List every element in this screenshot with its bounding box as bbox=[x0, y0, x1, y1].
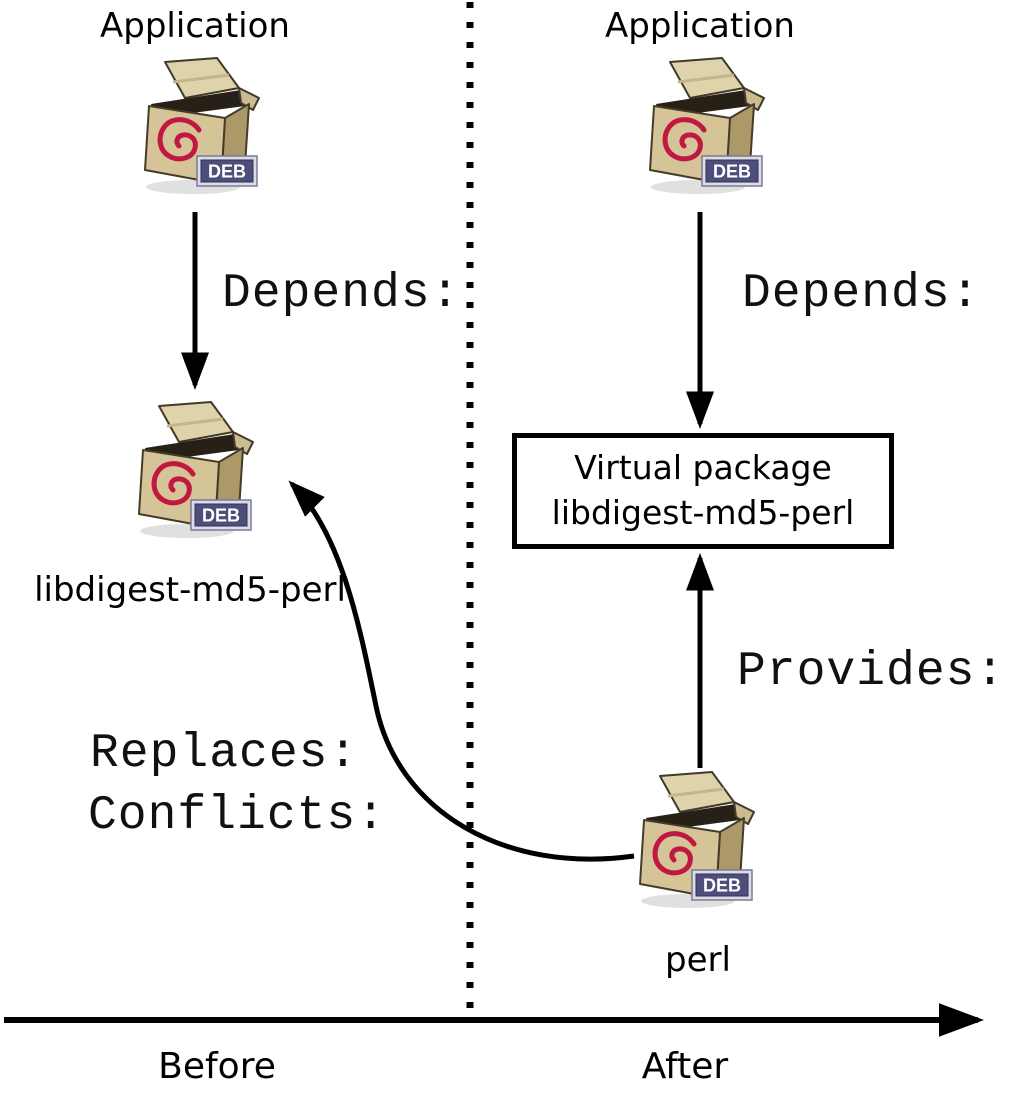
package-label-libdigest: libdigest-md5-perl bbox=[34, 570, 346, 610]
axis-label-after: After bbox=[641, 1046, 729, 1087]
debian-swirl-icon bbox=[662, 117, 707, 162]
box-flap-right bbox=[733, 801, 755, 825]
depends-label-after: Depends: bbox=[742, 267, 981, 321]
axis-label-before: Before bbox=[158, 1046, 276, 1087]
flap-fold-line bbox=[667, 787, 725, 798]
replaces-label: Replaces: bbox=[90, 727, 359, 781]
deb-badge-bg bbox=[200, 159, 254, 183]
box-flap-right bbox=[238, 87, 260, 111]
deb-badge: DEB bbox=[190, 499, 252, 531]
deb-badge-text: DEB bbox=[703, 876, 741, 896]
debian-swirl-icon bbox=[652, 831, 697, 876]
deb-icon-libdigest: DEB bbox=[138, 401, 254, 538]
conflicts-label: Conflicts: bbox=[88, 789, 387, 843]
deb-badge-text: DEB bbox=[713, 162, 751, 182]
virtual-package-box: Virtual package libdigest-md5-perl bbox=[512, 433, 894, 549]
deb-badge: DEB bbox=[691, 869, 753, 901]
application-label-after: Application bbox=[605, 6, 795, 46]
box-flap-right bbox=[232, 431, 254, 455]
debian-swirl-icon bbox=[157, 117, 202, 162]
deb-icon-application-before: DEB bbox=[144, 57, 260, 194]
deb-icon-perl: DEB bbox=[639, 771, 755, 908]
deb-badge-text: DEB bbox=[202, 506, 240, 526]
box-flap-right bbox=[743, 87, 765, 111]
virtual-package-line1: Virtual package bbox=[574, 448, 832, 488]
deb-badge-text: DEB bbox=[208, 162, 246, 182]
depends-label-before: Depends: bbox=[222, 267, 461, 321]
flap-fold-line bbox=[172, 73, 230, 84]
deb-badge-bg bbox=[695, 873, 749, 897]
deb-badge-bg bbox=[194, 503, 248, 527]
deb-badge: DEB bbox=[701, 155, 763, 187]
flap-fold-line bbox=[677, 73, 735, 84]
deb-badge-bg bbox=[705, 159, 759, 183]
deb-badge: DEB bbox=[196, 155, 258, 187]
debian-swirl-icon bbox=[151, 461, 196, 506]
virtual-package-line2: libdigest-md5-perl bbox=[551, 493, 855, 532]
deb-icon-application-after: DEB bbox=[649, 57, 765, 194]
flap-fold-line bbox=[166, 417, 224, 428]
provides-label: Provides: bbox=[737, 645, 1006, 699]
application-label-before: Application bbox=[100, 6, 290, 46]
package-label-perl: perl bbox=[665, 940, 731, 980]
